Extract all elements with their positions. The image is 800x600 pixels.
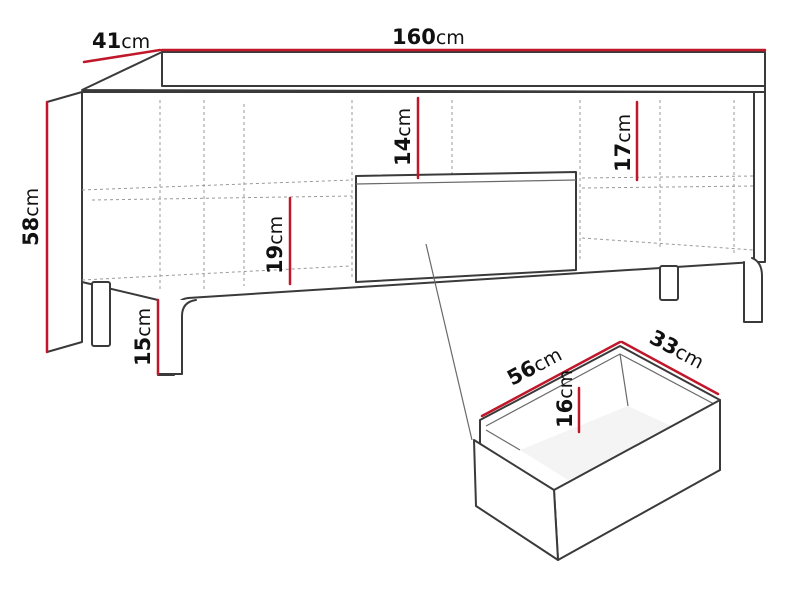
drawer-box-side-panel xyxy=(473,439,559,561)
drawer-length-dimension-line xyxy=(480,340,622,418)
cabinet-top-front-edge xyxy=(161,51,766,87)
legs xyxy=(91,257,763,375)
drawer-front-top-edge xyxy=(355,179,577,185)
leg-front-left xyxy=(157,299,197,375)
dimension-lines xyxy=(45,48,767,376)
center-top-label: 14cm xyxy=(391,108,415,166)
right-top-label: 17cm xyxy=(611,114,635,172)
depth-label: 41cm xyxy=(92,29,150,53)
leg-label: 15cm xyxy=(131,308,155,366)
drawer-height-label: 16cm xyxy=(553,370,577,428)
drawer-front-panel xyxy=(355,171,577,283)
cabinet-internal-structure xyxy=(81,100,755,290)
cabinet xyxy=(46,51,766,376)
leg-back-left xyxy=(91,281,111,347)
left-lower-label: 19cm xyxy=(263,216,287,274)
leg-front-right xyxy=(743,257,763,323)
drawer-detail xyxy=(425,243,721,561)
cabinet-left-side-panel xyxy=(46,91,83,353)
drawer-box-inner-floor xyxy=(520,406,680,480)
leg-back-right xyxy=(659,265,679,301)
drawer-width-dimension-line xyxy=(620,340,720,396)
depth-dimension-line xyxy=(82,48,162,64)
width-label: 160cm xyxy=(392,25,465,49)
callout-leader-line xyxy=(425,243,473,441)
height-label: 58cm xyxy=(19,188,43,246)
